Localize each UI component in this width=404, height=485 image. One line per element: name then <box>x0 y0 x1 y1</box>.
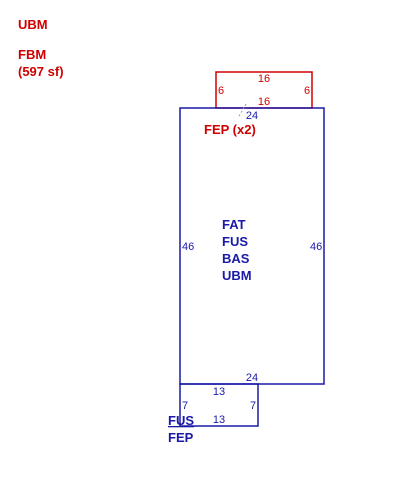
porch-dim-left: 6 <box>218 85 224 97</box>
rear-dim-bottom: 13 <box>213 414 225 426</box>
rear-label-1: FUS <box>168 413 194 428</box>
rear-dim-right: 7 <box>250 400 256 412</box>
main-area: 24 24 46 46 FAT FUS BAS UBM <box>179 103 325 385</box>
legend-area-code: FBM <box>18 47 46 62</box>
main-dim-right: 46 <box>310 241 322 253</box>
legend-title: UBM <box>18 17 48 32</box>
porch-dim-top: 16 <box>258 73 270 85</box>
rear-outline <box>179 383 259 427</box>
main-dim-bottom: 24 <box>246 372 258 384</box>
main-label-2: FUS <box>222 234 248 249</box>
porch-leader-line <box>237 103 247 119</box>
legend: UBM FBM (597 sf) <box>18 17 64 79</box>
porch-label: FEP (x2) <box>204 122 256 137</box>
main-label-3: BAS <box>222 251 250 266</box>
rear-area: 13 13 7 7 FUS FEP <box>168 383 259 445</box>
main-label-4: UBM <box>222 268 252 283</box>
porch-dim-bottom: 16 <box>258 96 270 108</box>
rear-label-2: FEP <box>168 430 194 445</box>
rear-dim-left: 7 <box>182 400 188 412</box>
main-label-1: FAT <box>222 217 246 232</box>
legend-area-value: (597 sf) <box>18 64 64 79</box>
main-dim-left: 46 <box>182 241 194 253</box>
porch-area: 16 16 6 6 FEP (x2) <box>204 71 313 137</box>
main-outline <box>179 107 325 385</box>
porch-dim-right: 6 <box>304 85 310 97</box>
rear-dim-top: 13 <box>213 386 225 398</box>
main-dim-top: 24 <box>246 110 258 122</box>
